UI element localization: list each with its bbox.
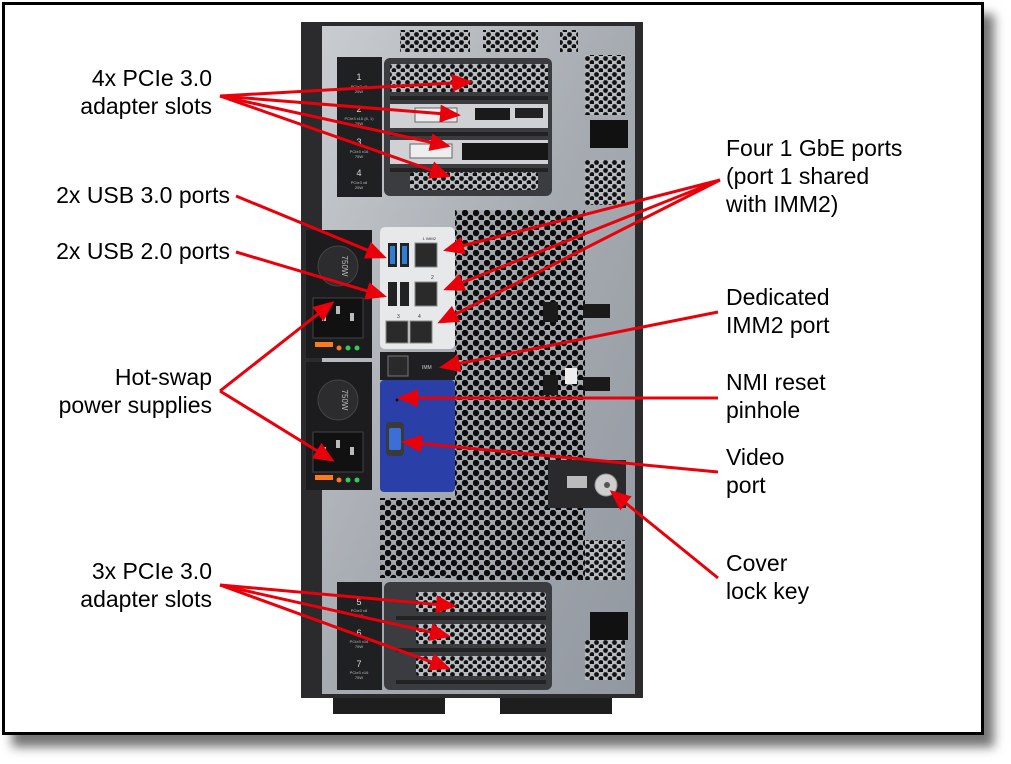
arrow-imm2 bbox=[439, 310, 719, 373]
arrow-pcie-slot-6 bbox=[219, 583, 451, 641]
arrow-gbe-3-4 bbox=[437, 178, 721, 324]
nmi-pinhole[interactable] bbox=[395, 398, 399, 402]
slot-5-spec: PCIe3 x8 bbox=[351, 608, 368, 613]
slot-4-power: 25W bbox=[355, 185, 363, 190]
foot-right bbox=[500, 698, 612, 714]
slot-7-spec: PCIe3 x16 bbox=[350, 670, 369, 675]
slot-label-strip-top: 1 PCIe3 x8 25W 2 PCIe3 x16 (8, 1) 75W 3 … bbox=[337, 57, 382, 197]
callout-usb2: 2x USB 2.0 ports bbox=[56, 238, 230, 264]
callout-pcie-top: 4x PCIe 3.0 adapter slots bbox=[80, 65, 212, 119]
pcie-slot-1[interactable] bbox=[390, 64, 548, 92]
top-vent-left bbox=[400, 30, 470, 52]
callout-video: Video port bbox=[726, 444, 785, 498]
arrow-pcie-slot-2 bbox=[219, 94, 461, 123]
slot-1-spec: PCIe3 x8 bbox=[351, 84, 368, 89]
side-vent-3 bbox=[585, 540, 625, 580]
pcie-slot-5[interactable] bbox=[416, 592, 546, 612]
center-vent bbox=[455, 210, 585, 580]
imm2-port[interactable] bbox=[387, 355, 409, 377]
arrow-gbe-2 bbox=[443, 178, 721, 291]
arrow-psu-1 bbox=[219, 301, 335, 393]
foot-left bbox=[333, 698, 445, 714]
psu-1-rating: 750W bbox=[340, 256, 349, 277]
slot-4-spec: PCIe3 x8 bbox=[351, 180, 368, 185]
arrow-lock bbox=[609, 490, 719, 580]
usb2-port-2[interactable] bbox=[400, 282, 409, 306]
ethernet-port-3[interactable] bbox=[385, 320, 409, 344]
slot-2-number: 2 bbox=[356, 104, 361, 114]
arrow-usb2 bbox=[235, 250, 387, 300]
lower-left-vent bbox=[380, 498, 460, 578]
arrow-pcie-slot-4 bbox=[219, 94, 451, 179]
usb2-port-1[interactable] bbox=[388, 282, 397, 306]
side-vent-1 bbox=[585, 55, 625, 115]
arrow-gbe-1 bbox=[443, 178, 721, 255]
top-vent-mid bbox=[483, 30, 538, 52]
arrow-video bbox=[401, 434, 719, 474]
pcie-slot-7[interactable] bbox=[416, 656, 546, 676]
slot-3-power: 75W bbox=[355, 154, 363, 159]
ethernet-port-2[interactable] bbox=[414, 281, 438, 307]
slot-6-number: 6 bbox=[356, 628, 361, 638]
psu-2-rating: 750W bbox=[340, 390, 349, 411]
chassis-hooks bbox=[543, 302, 610, 395]
slot-2-spec: PCIe3 x16 (8, 1) bbox=[344, 116, 374, 121]
cover-lock[interactable] bbox=[548, 460, 626, 508]
callout-lock: Cover lock key bbox=[726, 550, 810, 604]
slot-6-power: 75W bbox=[355, 644, 363, 649]
side-latch-bottom[interactable] bbox=[590, 612, 628, 640]
slot-1-number: 1 bbox=[356, 72, 361, 82]
pcie-bay-bottom bbox=[384, 582, 552, 690]
slot-2-power: 75W bbox=[355, 121, 363, 126]
pcie-bay-top bbox=[384, 58, 552, 196]
callout-nmi: NMI reset pinhole bbox=[726, 369, 826, 423]
arrow-usb3 bbox=[235, 194, 387, 259]
ethernet-port-4[interactable] bbox=[409, 320, 433, 344]
slot-3-spec: PCIe3 x16 bbox=[350, 149, 369, 154]
callout-imm2: Dedicated IMM2 port bbox=[726, 284, 830, 338]
slot-6-spec: PCIe3 x16 bbox=[350, 639, 369, 644]
port-3-label: 3 bbox=[397, 314, 400, 320]
slot-3-number: 3 bbox=[356, 137, 361, 147]
callout-gbe: Four 1 GbE ports (port 1 shared with IMM… bbox=[726, 135, 903, 217]
side-vent-4 bbox=[585, 640, 625, 680]
slot-1-power: 25W bbox=[355, 89, 363, 94]
arrow-pcie-slot-7 bbox=[219, 583, 451, 671]
top-vent-right bbox=[560, 30, 578, 52]
arrow-pcie-slot-5 bbox=[219, 583, 457, 614]
power-supply-2[interactable]: 750W bbox=[306, 362, 372, 490]
callout-arrows bbox=[219, 74, 721, 671]
slot-5-number: 5 bbox=[356, 597, 361, 607]
port-4-label: 4 bbox=[418, 314, 421, 320]
port-1-label: 1 IMM2 bbox=[423, 236, 437, 241]
arrow-pcie-slot-3 bbox=[219, 94, 451, 151]
ethernet-port-1[interactable] bbox=[414, 242, 438, 268]
slot-7-number: 7 bbox=[356, 659, 361, 669]
slot-4-number: 4 bbox=[356, 168, 361, 178]
callout-psu: Hot-swap power supplies bbox=[58, 364, 212, 418]
imm-label: IMM bbox=[422, 365, 432, 371]
port-2-label: 2 bbox=[431, 275, 434, 281]
callout-usb3: 2x USB 3.0 ports bbox=[56, 182, 230, 208]
pcie-slot-4[interactable] bbox=[410, 172, 538, 190]
arrow-psu-2 bbox=[219, 389, 335, 462]
side-vent-2 bbox=[585, 160, 625, 205]
arrow-pcie-slot-1 bbox=[219, 74, 473, 98]
slot-7-power: 75W bbox=[355, 675, 363, 680]
io-plate: 1 IMM2 2 3 4 IMM bbox=[380, 227, 455, 492]
side-latch-top[interactable] bbox=[590, 120, 628, 148]
callout-pcie-bottom: 3x PCIe 3.0 adapter slots bbox=[80, 558, 212, 612]
